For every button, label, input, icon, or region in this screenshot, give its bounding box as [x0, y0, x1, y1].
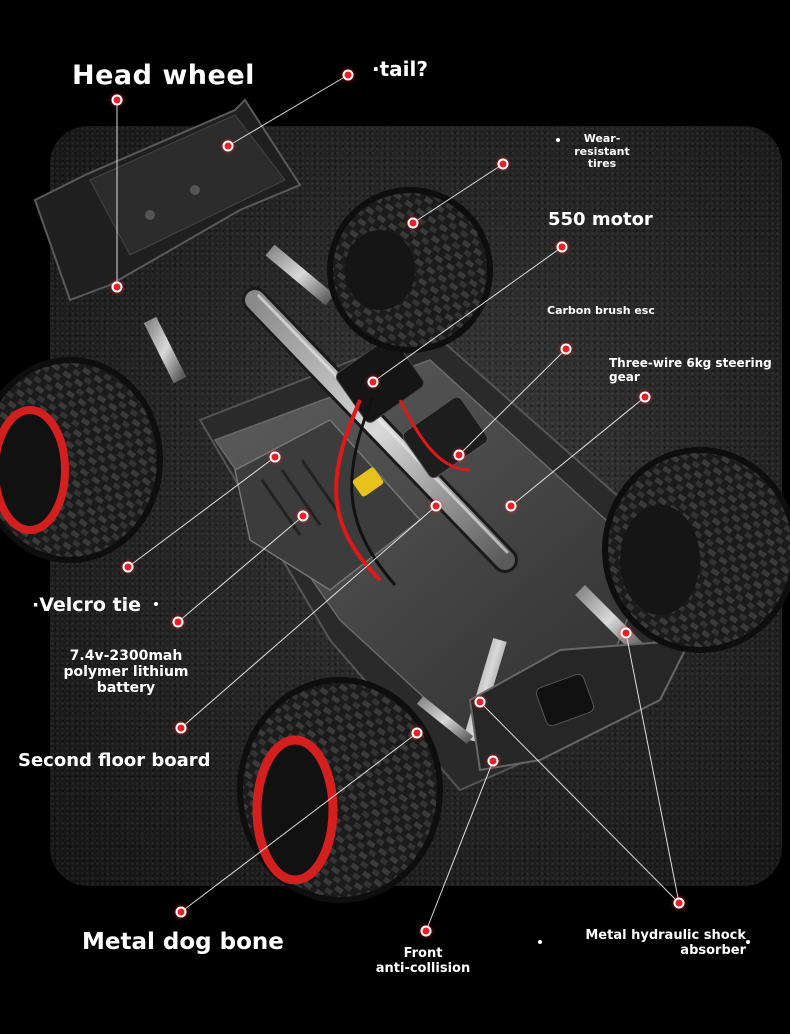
callout-dot [474, 696, 486, 708]
callout-dot [342, 69, 354, 81]
callout-dot [111, 94, 123, 106]
callout-dot [673, 897, 685, 909]
callout-dot [430, 500, 442, 512]
callout-dot [407, 217, 419, 229]
label-velcro-tie: ·Velcro tie [32, 594, 142, 616]
callout-dot [172, 616, 184, 628]
callout-dot [411, 727, 423, 739]
label-550-motor: 550 motor [548, 209, 653, 230]
label-steering-gear: Three-wire 6kg steering gear [609, 356, 772, 384]
callout-dot [487, 755, 499, 767]
center-drive-shaft [242, 287, 518, 573]
wheel-rear-right [327, 187, 493, 353]
label-metal-dog-bone: Metal dog bone [82, 929, 284, 955]
wheel-rear-left [0, 357, 163, 563]
label-carbon-brush-esc: Carbon brush esc [547, 304, 655, 317]
label-head-wheel: Head wheel [72, 60, 255, 91]
callout-dot [111, 281, 123, 293]
callout-dot [367, 376, 379, 388]
callout-dot [639, 391, 651, 403]
callout-dot [556, 241, 568, 253]
callout-dot [175, 906, 187, 918]
label-battery: 7.4v-2300mah polymer lithium battery [63, 648, 189, 697]
wheel-front-right [602, 447, 790, 653]
rear-spoiler-wing [33, 98, 302, 302]
callout-dot [122, 561, 134, 573]
callout-dot [222, 140, 234, 152]
wheel-front-left [237, 677, 443, 903]
decorative-dot [556, 138, 560, 142]
label-wear-resistant-tires: Wear-resistant tires [574, 132, 630, 171]
decorative-dot [746, 940, 750, 944]
label-metal-hydraulic-shock-absorber: Metal hydraulic shock absorber [585, 928, 746, 958]
callout-dot [420, 925, 432, 937]
callout-leader-lines [116, 74, 680, 932]
label-second-floor-board: Second floor board [18, 750, 211, 771]
callout-dot [620, 627, 632, 639]
label-tail: ·tail? [372, 57, 428, 81]
decorative-dot [154, 602, 158, 606]
callout-dot [497, 158, 509, 170]
callout-dot [269, 451, 281, 463]
callout-dot [453, 449, 465, 461]
front-bumper [468, 638, 692, 772]
callout-dot [175, 722, 187, 734]
callout-dot [505, 500, 517, 512]
callout-dot [297, 510, 309, 522]
motor-and-esc [334, 337, 488, 586]
decorative-dot [538, 940, 542, 944]
label-front-anti-collision: Front anti-collision [375, 946, 471, 976]
callout-dot [560, 343, 572, 355]
